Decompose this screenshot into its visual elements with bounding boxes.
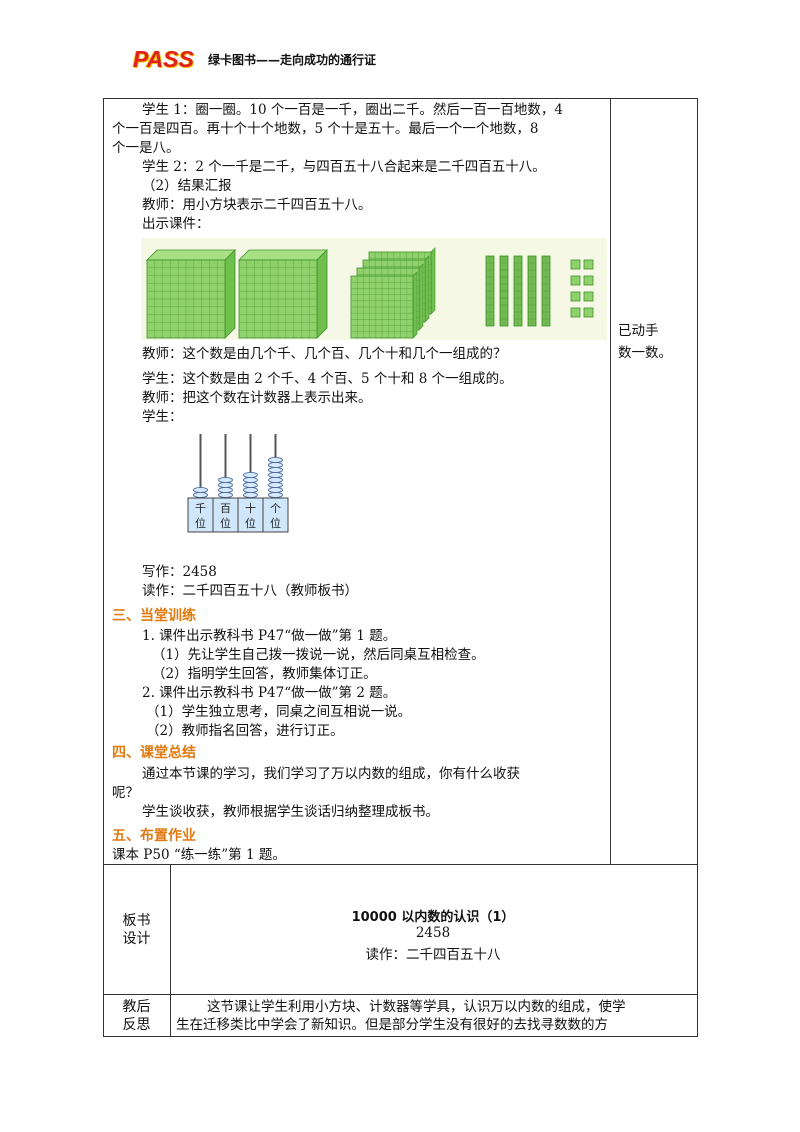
abacus-label: 百 xyxy=(220,502,231,515)
text-line: 教师：把这个数在计数器上表示出来。 xyxy=(142,390,372,406)
reflection-label: 教后 反思 xyxy=(122,999,151,1033)
abacus-bead xyxy=(268,491,283,499)
hundred-flat-side xyxy=(418,263,424,331)
abacus-label: 位 xyxy=(220,516,231,530)
text-line: 学生： xyxy=(142,409,183,425)
abacus-label: 位 xyxy=(245,516,256,530)
abacus-bead xyxy=(218,476,233,484)
abacus-bead xyxy=(243,491,258,499)
text-line: 个一是八。 xyxy=(112,140,180,156)
text-line: 学生 1：圈一圈。10 个一百是一千，圈出二千。然后一百一百地数，4 xyxy=(142,102,563,118)
thousand-cube xyxy=(146,259,226,339)
abacus-bead xyxy=(243,481,258,489)
place-value-blocks-figure xyxy=(141,238,607,340)
summary-item: 通过本节课的学习，我们学习了万以内数的组成，你有什么收获 xyxy=(142,766,520,782)
write-number: 写作：2458 xyxy=(142,564,217,580)
abacus-bead xyxy=(268,456,283,464)
abacus-label: 千 xyxy=(195,502,206,515)
abacus-bead xyxy=(268,476,283,484)
body-bottom-rule xyxy=(103,864,697,865)
thousand-cube-side xyxy=(224,249,236,339)
hundred-flat-side xyxy=(424,255,430,323)
abacus-bead xyxy=(218,486,233,494)
thousand-cube-top xyxy=(238,249,328,261)
hundred-flat xyxy=(350,275,414,339)
text-line: 教师：这个数是由几个千、几个百、几个十和几个一组成的？ xyxy=(142,346,507,362)
side-column-divider xyxy=(610,98,611,864)
board-label: 板书 设计 xyxy=(122,913,151,947)
side-note-line: 已动手 xyxy=(618,323,659,339)
abacus-label: 十 xyxy=(245,501,256,515)
abacus-bead xyxy=(193,491,208,499)
one-unit xyxy=(570,275,581,286)
board-title: 10000 以内数的认识（1） xyxy=(351,910,515,925)
section-title-practice: 三、当堂训练 xyxy=(112,608,196,624)
homework-item: 课本 P50 “练一练”第 1 题。 xyxy=(112,847,286,863)
one-unit xyxy=(583,307,594,318)
abacus-bead xyxy=(268,471,283,479)
text-line: 学生：这个数是由 2 个千、4 个百、5 个十和 8 个一组成的。 xyxy=(142,371,513,387)
ten-rod xyxy=(499,255,509,327)
abacus-figure: 千位百位十位个位 xyxy=(186,432,298,534)
abacus-bead xyxy=(268,481,283,489)
header-slogan: 绿卡图书——走向成功的通行证 xyxy=(207,52,376,67)
abacus-bead xyxy=(193,486,208,494)
blocks-svg xyxy=(146,247,594,339)
reflection-line: 生在迁移类比中学会了新知识。但是部分学生没有很好的去找寻数数的方 xyxy=(176,1017,608,1033)
one-unit xyxy=(583,291,594,302)
abacus-label: 位 xyxy=(270,516,281,530)
board-bottom-rule xyxy=(103,994,697,995)
board-number: 2458 xyxy=(415,925,451,941)
board-reading: 读作：二千四百五十八 xyxy=(365,947,501,963)
thousand-cube-top xyxy=(146,249,236,261)
section-title-summary: 四、课堂总结 xyxy=(112,745,196,761)
abacus-label: 位 xyxy=(195,516,206,530)
thousand-cube xyxy=(238,259,318,339)
practice-item: （2）教师指名回答，进行订正。 xyxy=(146,723,344,739)
reflection-line: 这节课让学生利用小方块、计数器等学具，认识万以内数的组成，使学 xyxy=(207,999,626,1015)
lesson-table xyxy=(103,98,698,1037)
pass-logo: PASS xyxy=(133,45,194,72)
ten-rod xyxy=(527,255,537,327)
practice-item: （2）指明学生回答，教师集体订正。 xyxy=(152,666,377,682)
practice-item: 1. 课件出示教科书 P47“做一做”第 1 题。 xyxy=(142,628,397,644)
abacus-bead xyxy=(218,481,233,489)
ten-rod xyxy=(485,255,495,327)
text-line: 学生 2：2 个一千是二千，与四百五十八合起来是二千四百五十八。 xyxy=(142,159,546,175)
abacus-bead xyxy=(243,471,258,479)
page-header: PASS 绿卡图书——走向成功的通行证 xyxy=(133,44,376,74)
text-line: 个一百是四百。再十个十个地数，5 个十是五十。最后一个一个地数，8 xyxy=(112,121,539,137)
abacus-bead xyxy=(243,486,258,494)
read-number: 读作：二千四百五十八（教师板书） xyxy=(142,583,358,599)
summary-item: 学生谈收获，教师根据学生谈话归纳整理成板书。 xyxy=(142,804,439,820)
practice-item: （1）学生独立思考，同桌之间互相说一说。 xyxy=(146,704,412,720)
ten-rod xyxy=(541,255,551,327)
text-line: 出示课件： xyxy=(142,216,210,232)
abacus-bead xyxy=(268,461,283,469)
side-note: 已动手 数一数。 xyxy=(618,320,672,364)
one-unit xyxy=(570,307,581,318)
label-column-divider xyxy=(170,864,171,1036)
section-title-homework: 五、布置作业 xyxy=(112,828,196,844)
hundred-flat-side xyxy=(412,271,418,339)
one-unit xyxy=(583,275,594,286)
one-unit xyxy=(570,291,581,302)
abacus-bead xyxy=(268,486,283,494)
text-line: （2）结果汇报 xyxy=(142,178,232,194)
thousand-cube-side xyxy=(316,249,328,339)
hundred-flat-side xyxy=(430,247,436,315)
one-unit xyxy=(570,259,581,270)
one-unit xyxy=(583,259,594,270)
abacus-bead xyxy=(218,491,233,499)
abacus-label: 个 xyxy=(270,502,281,515)
summary-item: 呢？ xyxy=(112,785,139,801)
practice-item: （1）先让学生自己拨一拨说一说，然后同桌互相检查。 xyxy=(152,647,485,663)
ten-rod xyxy=(513,255,523,327)
text-line: 教师：用小方块表示二千四百五十八。 xyxy=(142,197,372,213)
abacus-bead xyxy=(268,466,283,474)
abacus-bead xyxy=(243,476,258,484)
practice-item: 2. 课件出示教科书 P47“做一做”第 2 题。 xyxy=(142,685,397,701)
side-note-line: 数一数。 xyxy=(618,345,672,361)
